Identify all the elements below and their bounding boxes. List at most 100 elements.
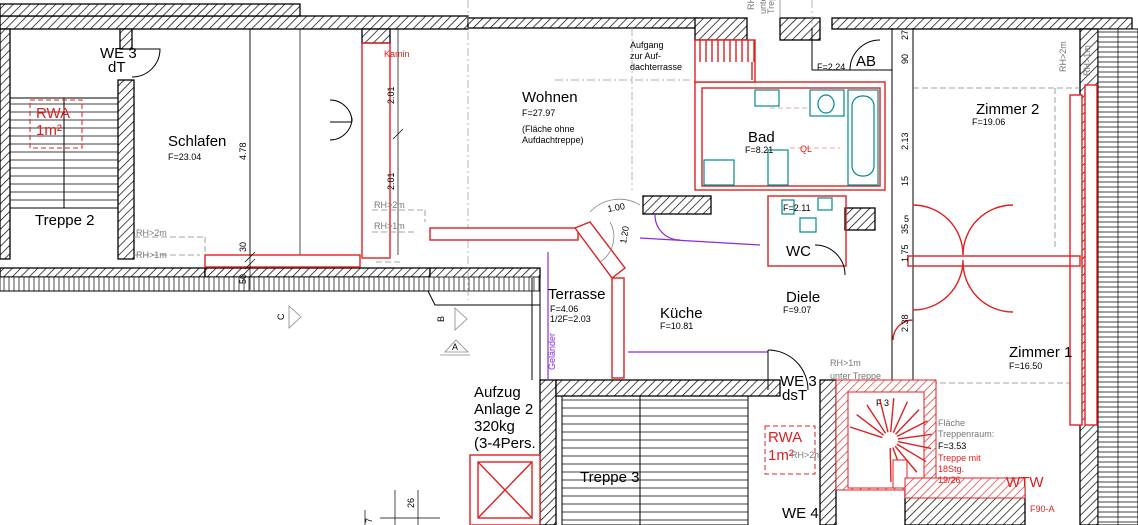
roof-edge-right (1097, 28, 1138, 525)
rwa-label-2: RWA (768, 429, 802, 446)
dim-35: 35 (900, 224, 910, 234)
label-aufgang-1: Aufgang (630, 40, 664, 50)
elevator-shaft (469, 454, 541, 525)
spiral-tread (856, 413, 885, 436)
spiral-tread (894, 445, 918, 473)
door-we3-top (131, 48, 161, 78)
spiral-tread (896, 420, 928, 437)
label-treppe-mit-1: Treppe mit (938, 453, 981, 463)
label-treppe-mit-3: 19/26 (938, 475, 961, 485)
spiral-tread (895, 409, 920, 435)
roof-edge-bottom (0, 276, 541, 380)
section-b: B (436, 316, 446, 322)
area-wohnen: F=27.97 (522, 108, 555, 118)
spiral-tread (890, 398, 895, 433)
rwa-area-1: 1m² (36, 122, 62, 139)
dim-2-01-b: 2.01 (386, 172, 396, 190)
rwa-area-2: 1m² (768, 447, 794, 464)
room-schlafen: Schlafen (168, 133, 226, 150)
label-we3-top-dt: dT (108, 59, 126, 76)
label-f90a: F90-A (1030, 504, 1055, 514)
spiral-tread (849, 426, 883, 439)
label-top-rh: RH (746, 0, 756, 10)
dim-5: 5 (904, 214, 909, 224)
area-zimmer-1: F=16.50 (1009, 361, 1042, 371)
dim-15: 15 (900, 176, 910, 186)
room-treppe-2: Treppe 2 (35, 212, 94, 229)
dim-4-78: 4.78 (238, 142, 248, 160)
room-zimmer-1: Zimmer 1 (1009, 344, 1072, 361)
dim-2-01-a: 2.01 (386, 86, 396, 104)
room-wc: WC (786, 243, 811, 260)
area-zimmer-2: F=19.06 (972, 117, 1005, 127)
rwa-label-1: RWA (36, 105, 70, 122)
spiral-tread (892, 401, 909, 434)
area-bad: F=8.21 (745, 145, 773, 155)
label-gelaender: Geländer (547, 333, 557, 370)
stairs-treppe-3: RWA 1m² (561, 395, 816, 525)
spiral-tread (889, 447, 892, 483)
section-markers (288, 305, 470, 356)
dim-27: 27 (900, 30, 910, 40)
label-flaeche-2: Treppenraum: (938, 429, 994, 439)
label-aufzug-3: 320kg (474, 418, 515, 435)
dim-30: 30 (238, 242, 248, 252)
label-we3-mid-dst: dsT (782, 387, 807, 404)
ab-room (811, 28, 892, 71)
label-top-trep: Trep (766, 0, 776, 14)
label-kamin: Kamin (384, 49, 410, 59)
room-ab: AB (856, 53, 876, 70)
section-c: C (276, 313, 286, 320)
spiral-tread (896, 443, 927, 463)
label-we3-top: WE 3 (100, 45, 137, 62)
spiral-stair (835, 379, 1026, 499)
dim-26: 26 (406, 498, 416, 508)
room-kueche: Küche (660, 305, 703, 322)
stair-aufgang (694, 39, 756, 83)
label-rh-1m-c: RH>1m (830, 358, 861, 368)
label-rh-2m-c: RH>2m (791, 450, 822, 460)
room-terrasse: Terrasse (548, 286, 606, 303)
area-schlafen: F=23.04 (168, 152, 201, 162)
label-aufzug-4: (3-4Pers. (474, 435, 536, 452)
room-diele: Diele (786, 289, 820, 306)
spiral-tread (897, 433, 932, 440)
label-rh-1m-d: RH>1m (1082, 45, 1092, 76)
bathroom: QL (694, 81, 886, 191)
area-ab: F=2.24 (817, 62, 845, 72)
label-rh-1m-a: RH>1m (136, 250, 167, 260)
dim-1-00: 1.00 (607, 201, 626, 214)
dim-schlafen (244, 29, 404, 290)
terrace-railing (429, 221, 768, 380)
label-top-unter: unter (758, 0, 768, 14)
label-aufgang-2: zur Auf- (630, 51, 661, 61)
spiral-tread (866, 404, 887, 434)
half-area-terrasse: 1/2F=2.03 (550, 314, 591, 324)
label-aufzug-1: Aufzug (474, 384, 521, 401)
diele-door (767, 349, 809, 391)
label-aufgang-3: dachterrasse (630, 62, 682, 72)
area-kueche: F=10.81 (660, 321, 693, 331)
room-wohnen: Wohnen (522, 89, 578, 106)
label-rh-2m-b: RH>2m (374, 200, 405, 210)
label-rh-2m-d: RH>2m (1058, 41, 1068, 72)
dim-bottom (364, 490, 440, 525)
label-flaeche-3: F=3.53 (938, 441, 966, 451)
label-we3-mid: WE 3 (780, 373, 817, 390)
label-unter-treppe: unter Treppe (830, 371, 881, 381)
dim-2-38: 2.38 (900, 314, 910, 332)
terrace-door (589, 198, 681, 263)
label-treppe-mit-2: 18Stg. (938, 464, 964, 474)
room-bad: Bad (748, 129, 775, 146)
room-zimmer-2: Zimmer 2 (976, 101, 1039, 118)
stairs-treppe-2: RWA 1m² (9, 97, 119, 209)
dim-2-13: 2.13 (900, 132, 910, 150)
label-flaeche-1: Fläche (938, 418, 965, 428)
dim-90: 90 (900, 54, 910, 64)
spiral-tread (897, 440, 932, 450)
dim-1-20: 1.20 (618, 225, 631, 244)
dim-50: 50 (238, 274, 248, 284)
label-rh-1m-b: RH>1m (374, 221, 405, 231)
ql-label: QL (800, 144, 812, 154)
